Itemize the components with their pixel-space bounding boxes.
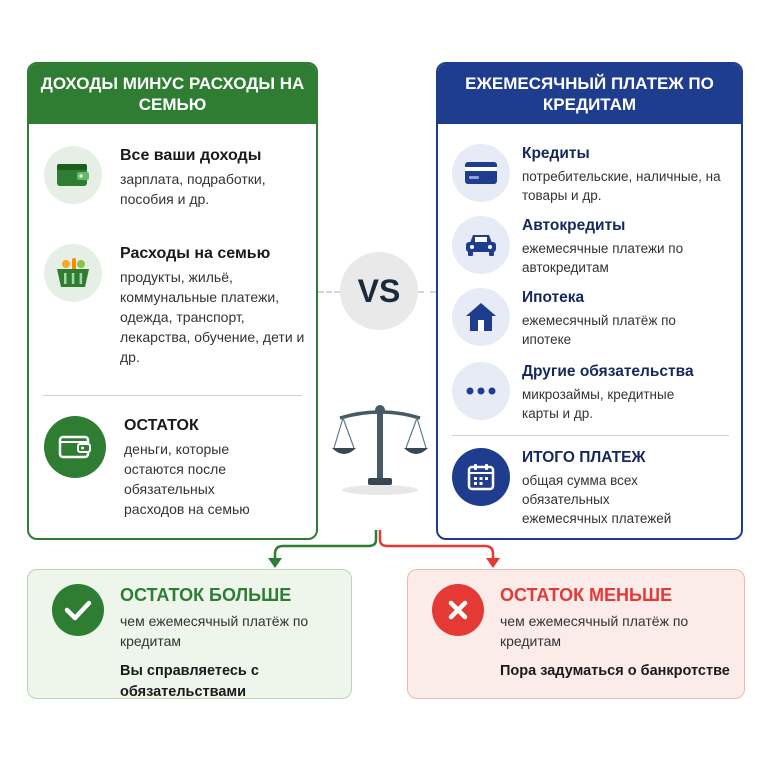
loan-payments-panel: ЕЖЕМЕСЯЧНЫЙ ПЛАТЕЖ ПО КРЕДИТАМ Кредиты п… (436, 62, 743, 540)
income-title: Все ваши доходы (120, 147, 262, 164)
family-expenses-title: Расходы на семью (120, 245, 271, 262)
other-obligations-title: Другие обязательства (522, 363, 694, 380)
credits-item: Кредиты потребительские, наличные, на то… (452, 144, 732, 205)
basket-icon (44, 244, 102, 302)
result-remainder-less: ОСТАТОК МЕНЬШЕ чем ежемесячный платёж по… (407, 569, 745, 699)
calendar-icon (452, 448, 510, 506)
auto-loans-title: Автокредиты (522, 217, 626, 234)
result-bad-conclusion: Пора задуматься о банкротстве (500, 663, 730, 679)
total-payment-desc: общая сумма всех обязательных ежемесячны… (522, 473, 672, 526)
income-desc: зарплата, подработки, пособия и др. (120, 171, 266, 207)
remainder-desc: деньги, которые остаются после обязатель… (124, 441, 250, 517)
remainder-title: ОСТАТОК (124, 417, 199, 434)
result-bad-title: ОСТАТОК МЕНЬШЕ (500, 585, 673, 605)
credits-title: Кредиты (522, 145, 590, 162)
other-obligations-item: Другие обязательства микрозаймы, кредитн… (452, 362, 707, 423)
check-icon (52, 584, 104, 636)
mortgage-title: Ипотека (522, 289, 585, 306)
total-payment-title: ИТОГО ПЛАТЕЖ (522, 449, 646, 466)
mortgage-item: Ипотека ежемесячный платёж по ипотеке (452, 288, 692, 349)
income-expenses-panel: ДОХОДЫ МИНУС РАСХОДЫ НА СЕМЬЮ Все ваши д… (27, 62, 318, 540)
mortgage-desc: ежемесячный платёж по ипотеке (522, 313, 676, 347)
loan-payments-header: ЕЖЕМЕСЯЧНЫЙ ПЛАТЕЖ ПО КРЕДИТАМ (438, 64, 741, 124)
result-ok-conclusion: Вы справляетесь с обязательствами (120, 663, 259, 700)
result-remainder-greater: ОСТАТОК БОЛЬШЕ чем ежемесячный платёж по… (27, 569, 352, 700)
other-obligations-desc: микрозаймы, кредитные карты и др. (522, 387, 675, 421)
credits-desc: потребительские, наличные, на товары и д… (522, 169, 721, 203)
vs-dash-right (418, 291, 436, 293)
scales-icon (332, 405, 428, 495)
income-item: Все ваши доходы зарплата, подработки, по… (44, 146, 290, 209)
house-icon (452, 288, 510, 346)
result-bad-desc: чем ежемесячный платёж по кредитам (500, 613, 689, 649)
total-payment-item: ИТОГО ПЛАТЕЖ общая сумма всех обязательн… (452, 448, 697, 528)
result-ok-title: ОСТАТОК БОЛЬШЕ (120, 585, 292, 605)
wallet-icon (44, 146, 102, 204)
income-expenses-header: ДОХОДЫ МИНУС РАСХОДЫ НА СЕМЬЮ (29, 64, 316, 124)
remainder-item: ОСТАТОК деньги, которые остаются после о… (44, 416, 274, 519)
family-expenses-item: Расходы на семью продукты, жильё, коммун… (44, 244, 305, 367)
cross-icon (432, 584, 484, 636)
auto-loans-item: Автокредиты ежемесячные платежи по авток… (452, 216, 712, 277)
vs-badge: VS (340, 252, 418, 330)
vs-dash-left (318, 291, 340, 293)
left-divider (43, 395, 302, 396)
wallet-icon (44, 416, 106, 478)
right-divider (452, 435, 729, 436)
dots-icon (452, 362, 510, 420)
auto-loans-desc: ежемесячные платежи по автокредитам (522, 241, 684, 275)
result-ok-desc: чем ежемесячный платёж по кредитам (120, 613, 309, 649)
car-icon (452, 216, 510, 274)
family-expenses-desc: продукты, жильё, коммунальные платежи, о… (120, 269, 305, 365)
credit-card-icon (452, 144, 510, 202)
